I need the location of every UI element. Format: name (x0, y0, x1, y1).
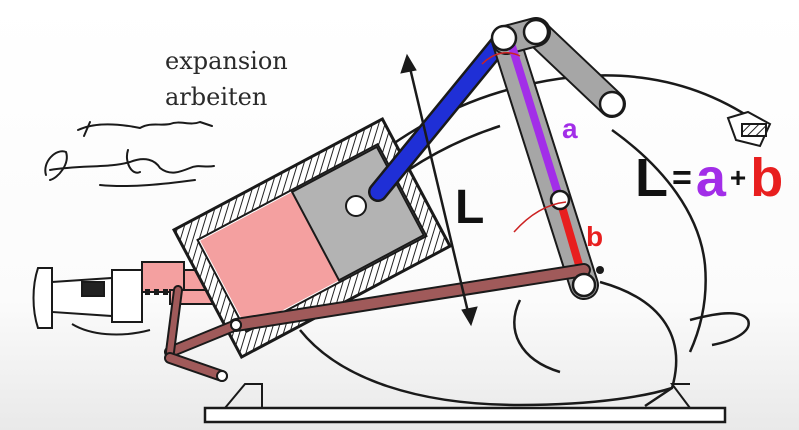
pivot-middle (549, 189, 571, 211)
pivot-joints (490, 18, 626, 298)
pivot-lever-end (598, 90, 626, 118)
pivot-small (596, 266, 604, 274)
exhaust-pipe (726, 110, 772, 148)
label-stroke-length: L (455, 181, 485, 234)
formula: L = a + b (635, 146, 783, 210)
motion-arcs (481, 51, 567, 233)
label-segment-a: a (562, 113, 578, 144)
segment-a-line (506, 36, 564, 204)
piston-chamber-pink (200, 191, 340, 330)
push-rod (164, 263, 591, 382)
formula-term-b: b (750, 148, 784, 208)
formula-lhs: L (635, 148, 668, 208)
formula-plus: + (729, 162, 747, 193)
pivot-bottom (571, 272, 597, 298)
label-arbeiten: arbeiten (165, 83, 268, 111)
inventor-signature (44, 120, 215, 188)
pivot-top-left (490, 24, 518, 52)
label-expansion: expansion (165, 47, 288, 75)
label-segment-b: b (586, 221, 604, 252)
piston-pin (345, 195, 367, 217)
formula-term-a: a (695, 148, 726, 208)
pivot-top-right (522, 18, 550, 46)
formula-equals: = (672, 159, 692, 197)
double-headed-arrow-icon (400, 53, 478, 327)
